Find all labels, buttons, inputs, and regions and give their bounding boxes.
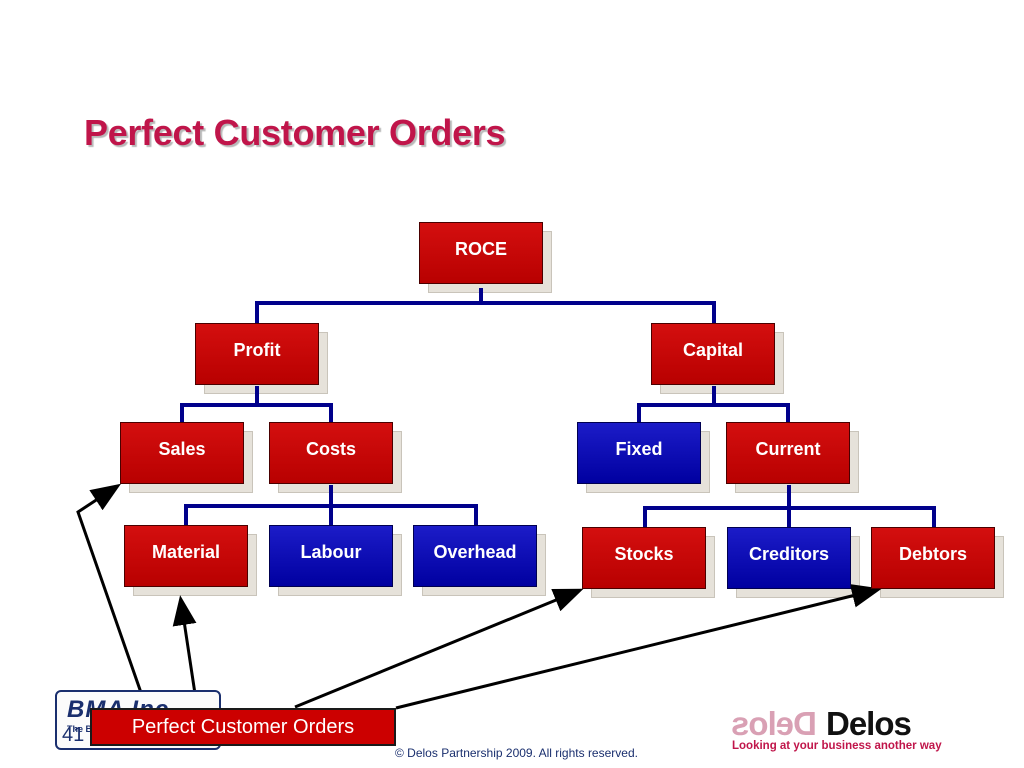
page-number: 41 <box>62 724 85 746</box>
node-fixed-label: Fixed <box>615 438 663 459</box>
node-creditors-label: Creditors <box>748 543 829 564</box>
connector-capital-fixed <box>637 386 716 422</box>
connector-capital-current <box>714 403 790 422</box>
arrow-to-debtors <box>395 584 882 710</box>
delos-logo-tagline: Looking at your business another way <box>732 740 942 752</box>
node-sales-label: Sales <box>158 438 206 459</box>
connector-roce-capital <box>481 301 716 323</box>
node-sales: Sales <box>120 422 253 493</box>
delos-logo: Delos Delos Looking at your business ano… <box>732 705 942 756</box>
node-current-label: Current <box>755 438 821 459</box>
delos-logo-mirror: Delos <box>732 705 817 742</box>
node-overhead: Overhead <box>413 525 546 596</box>
node-debtors: Debtors <box>871 527 1004 598</box>
node-profit-label: Profit <box>233 339 281 360</box>
node-stocks: Stocks <box>582 527 715 598</box>
node-labour-label: Labour <box>300 541 362 562</box>
node-material: Material <box>124 525 257 596</box>
node-costs-label: Costs <box>305 438 356 459</box>
arrow-to-sales <box>76 483 148 708</box>
connector-costs-material <box>184 485 333 525</box>
node-costs: Costs <box>269 422 402 493</box>
connector-roce-profit <box>255 288 483 323</box>
arrow-to-stocks <box>294 588 584 709</box>
node-debtors-label: Debtors <box>898 543 967 564</box>
node-material-label: Material <box>151 541 221 562</box>
connector-profit-costs <box>257 403 333 422</box>
node-roce-label: ROCE <box>454 238 507 259</box>
slide-title: Perfect Customer Orders <box>84 112 506 153</box>
node-current: Current <box>726 422 859 493</box>
arrow-to-material <box>172 595 199 708</box>
delos-logo-name: Delos <box>826 705 912 742</box>
copyright-footer: © Delos Partnership 2009. All rights res… <box>395 746 638 760</box>
node-capital: Capital <box>651 323 784 394</box>
connector-profit-sales <box>180 386 259 422</box>
node-roce: ROCE <box>419 222 552 293</box>
connector-costs-overhead <box>331 504 478 525</box>
callout-arrows <box>76 483 882 710</box>
connector-lines <box>180 288 936 527</box>
node-overhead-label: Overhead <box>433 541 517 562</box>
node-labour: Labour <box>269 525 402 596</box>
node-fixed: Fixed <box>577 422 710 493</box>
bma-logo-sub: The Bus <box>67 724 103 734</box>
node-creditors: Creditors <box>727 527 860 598</box>
node-capital-label: Capital <box>682 339 743 360</box>
connector-current-stocks <box>643 485 791 527</box>
connector-current-debtors <box>789 506 936 527</box>
node-profit: Profit <box>195 323 328 394</box>
perfect-customer-orders-callout: Perfect Customer Orders <box>90 708 396 746</box>
node-stocks-label: Stocks <box>614 543 674 564</box>
